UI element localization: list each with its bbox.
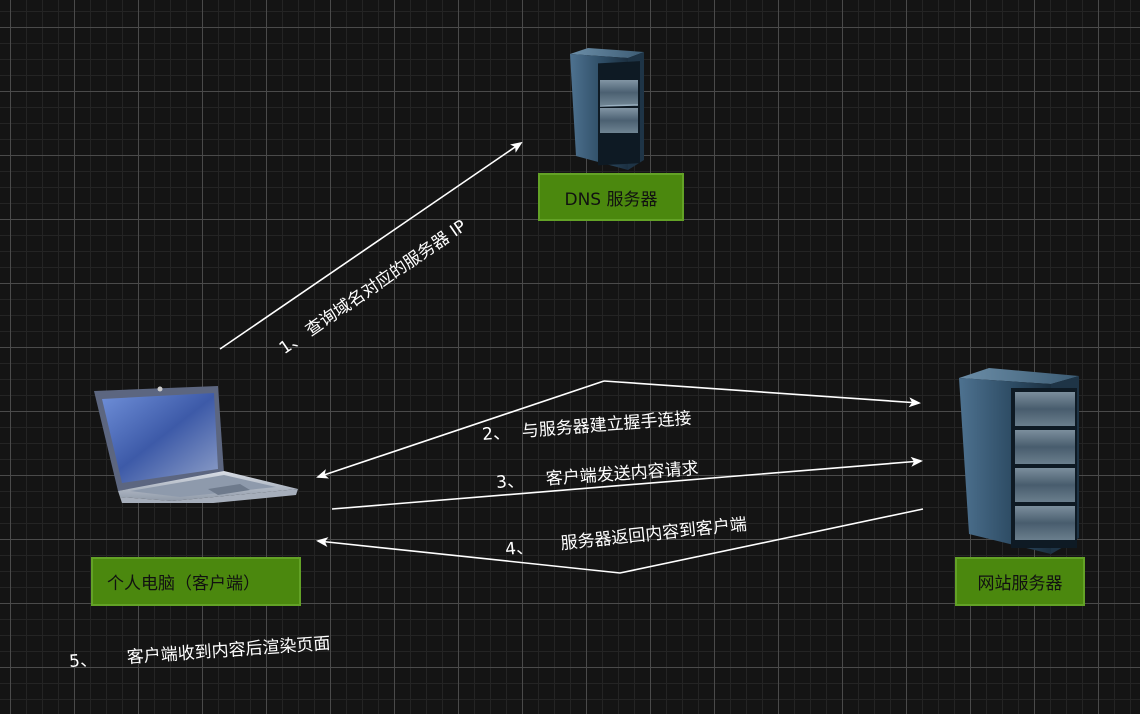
dns-server-icon <box>570 48 644 170</box>
arrow-step-2-right <box>603 380 921 408</box>
step-2-number: 2、 <box>481 422 511 445</box>
arrow-step-2-left <box>316 380 605 479</box>
arrow-step-1 <box>219 141 523 350</box>
arrow-step-4 <box>316 508 924 574</box>
step-5-number: 5、 <box>68 650 98 672</box>
client-label: 个人电脑（客户端） <box>91 557 301 606</box>
step-4-number: 4、 <box>504 537 534 560</box>
web-server-label: 网站服务器 <box>955 557 1085 606</box>
dns-server-label: DNS 服务器 <box>538 173 684 221</box>
web-server-icon <box>959 368 1079 554</box>
laptop-icon <box>94 386 298 503</box>
arrow-step-3 <box>331 456 923 510</box>
step-3-number: 3、 <box>495 471 525 493</box>
